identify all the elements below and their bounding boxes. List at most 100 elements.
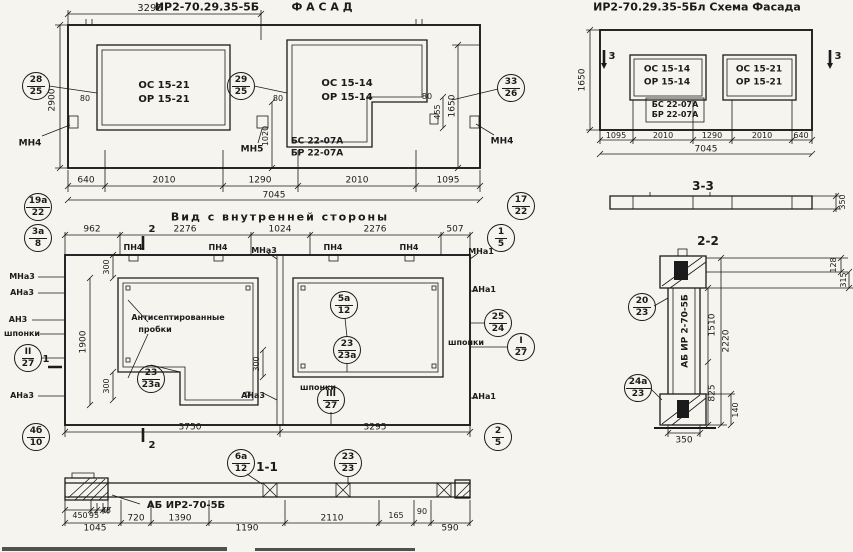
scan-artifact [2, 547, 415, 551]
facade-dim-1650: 1650 [447, 94, 458, 118]
inner_view-dim-300-top: 300 [102, 259, 111, 275]
inner_view-label-mna1-top: МНа1 [468, 247, 494, 256]
inner_view-dim-507: 507 [446, 224, 464, 235]
facade-dim-3295: 3295 [137, 3, 163, 14]
scheme-marker-3-right: 3 [834, 51, 842, 62]
section_2_2-callout-24a-23-bottom: 23 [631, 388, 645, 399]
facade-title-code: ИР2-70.29.35-5Б [154, 0, 260, 14]
scheme-window-right-or: ОР 15-21 [735, 77, 783, 88]
inner_view-callout-2-5-top: 2 [491, 426, 505, 438]
inner_view-label-pn4-a: ПН4 [123, 243, 143, 252]
scheme-dim-1095: 1095 [605, 131, 627, 140]
facade-dim-7045: 7045 [262, 190, 286, 201]
facade-label-mn4-right: МН4 [490, 136, 514, 147]
facade-callout-29-25-top: 29 [231, 75, 251, 87]
inner_view-note-antiseptic-2: пробки [138, 325, 172, 334]
scheme-dim-2010-a: 2010 [652, 131, 674, 140]
inner_view-callout-i-27-top: I [516, 336, 526, 348]
facade-dim-2010-b: 2010 [345, 175, 369, 186]
inner_view-callout-23-23a-right-bottom: 23а [337, 350, 357, 361]
scheme-dim-1290: 1290 [701, 131, 723, 140]
inner_view-callout-ii-27-bottom: 27 [21, 358, 35, 369]
facade-label-mn5: МН5 [240, 144, 264, 155]
inner_view-title: Вид с внутренней стороны [170, 210, 390, 224]
section_1_1-dim-450: 450 [72, 511, 88, 520]
facade-window-right-os: ОС 15-14 [321, 78, 373, 89]
inner_view-callout-3a-8-top: 3а [28, 227, 48, 239]
facade-title-facade: Ф А С А Д [291, 0, 353, 14]
section_2_2-dim-825: 825 [707, 384, 718, 402]
inner_view-callout-17-22-bottom: 22 [514, 206, 528, 217]
section_2_2-callout-20-23-bottom: 23 [635, 307, 649, 318]
inner_view-callout-iii-27-bottom: 27 [324, 400, 338, 411]
section_2_2-callout-24a-23-top: 24а [625, 377, 651, 389]
section_2_2-dim-350-bottom: 350 [675, 435, 693, 446]
section_3_3-dim-350: 350 [838, 194, 847, 210]
section_1_1-dim-1045: 1045 [83, 523, 107, 534]
facade-label-br-22-07a: БР 22-07А [290, 148, 344, 159]
inner_view-dim-300-mid: 300 [252, 356, 261, 372]
section_1_1-dim-1190: 1190 [235, 523, 259, 534]
inner_view-label-mna3-top: МНа3 [251, 246, 277, 255]
facade-panel-outline [41, 10, 499, 204]
section_1_1-dim-95: 95 [88, 511, 100, 520]
facade-window-right-or: ОР 15-14 [321, 92, 373, 103]
section_2_2-callout-20-23-top: 20 [632, 296, 652, 308]
section_1_1-part-label: АБ ИР2-70-5Б [146, 500, 226, 511]
scheme-label-bs-22-07a: БС 22-07А [651, 100, 699, 109]
scheme-dim-2010-b: 2010 [751, 131, 773, 140]
inner_view-callout-19a-22-bottom: 22 [31, 207, 45, 218]
scheme-marker-3-left: 3 [608, 51, 616, 62]
section_1_1-dim-720: 720 [127, 513, 145, 524]
section_3_3-title: 3-3 [692, 179, 714, 193]
section_2_2-title: 2-2 [697, 234, 719, 248]
inner_view-callout-2-5-bottom: 5 [494, 437, 502, 448]
inner_view-label-shponki-left: шпонки [3, 329, 41, 338]
inner_view-callout-iii-27-top: III [322, 389, 340, 401]
facade-dim-80-mid: 80 [272, 94, 284, 103]
inner_view-callout-23-23a-left-top: 23 [141, 368, 161, 380]
facade-dim-1020: 1020 [261, 125, 270, 147]
facade-dim-455: 455 [433, 104, 442, 120]
section_2_2-dim-315: 315 [839, 272, 848, 288]
inner_view-callout-23-23a-right-top: 23 [337, 339, 357, 351]
inner_view-label-ana3-mid: АНа3 [241, 391, 265, 400]
inner_view-dim-2276-a: 2276 [173, 224, 197, 235]
inner_view-dim-3295: 3295 [363, 422, 387, 433]
inner_view-callout-1-5-bottom: 5 [497, 238, 505, 249]
facade-dim-1095: 1095 [436, 175, 460, 186]
inner_view-dim-1024: 1024 [268, 224, 292, 235]
facade-callout-28-25-bottom: 25 [29, 86, 43, 97]
scheme-window-left-os: ОС 15-14 [643, 64, 691, 75]
inner_view-label-ana1-right-top: АНа1 [472, 285, 496, 294]
inner_view-callout-3a-8-bottom: 8 [34, 238, 42, 249]
scheme-dim-7045: 7045 [694, 144, 718, 155]
inner_view-dim-2276-b: 2276 [363, 224, 387, 235]
section_1_1-dim-165: 165 [388, 511, 404, 520]
facade-dim-2010-a: 2010 [152, 175, 176, 186]
facade-window-left-os: ОС 15-21 [138, 80, 190, 91]
section_2_2-dim-1510: 1510 [707, 313, 718, 337]
inner_view-label-pn4-d: ПН4 [399, 243, 419, 252]
inner_view-callout-19a-22-top: 19а [25, 196, 51, 208]
inner_view-dim-300-bot: 300 [102, 378, 111, 394]
section_1_1-callout-6a-12-bottom: 12 [234, 463, 248, 474]
facade-dim-80-left: 80 [79, 94, 91, 103]
facade-dim-2900: 2900 [47, 88, 58, 112]
